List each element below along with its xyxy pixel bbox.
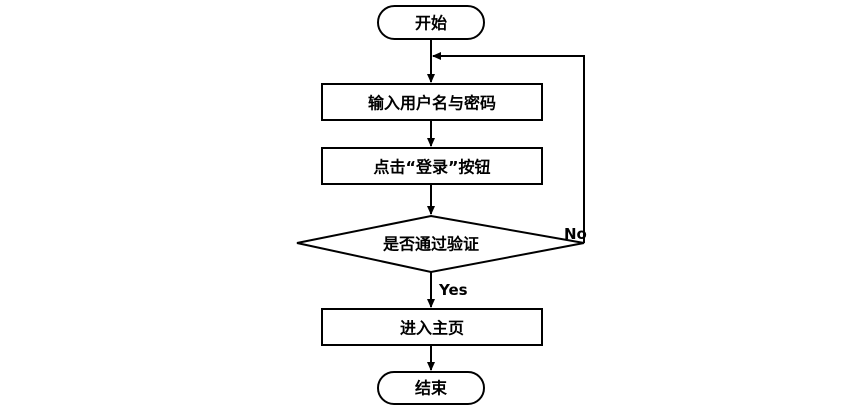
end-node: 结束	[377, 371, 485, 405]
input-credentials-node: 输入用户名与密码	[321, 83, 543, 121]
start-node: 开始	[377, 5, 485, 40]
edge-no-label: No	[564, 225, 587, 243]
end-label: 结束	[414, 379, 448, 398]
verification-decision-label: 是否通过验证	[382, 235, 479, 254]
click-login-node: 点击“登录”按钮	[321, 147, 543, 185]
enter-home-label: 进入主页	[400, 319, 464, 338]
enter-home-node: 进入主页	[321, 308, 543, 346]
click-login-label: 点击“登录”按钮	[373, 158, 490, 177]
verification-decision-node: 是否通过验证	[296, 214, 585, 274]
edge-yes-label: Yes	[438, 281, 468, 299]
input-credentials-label: 输入用户名与密码	[368, 94, 496, 113]
start-label: 开始	[415, 14, 447, 33]
edge-no-loop	[432, 52, 585, 243]
